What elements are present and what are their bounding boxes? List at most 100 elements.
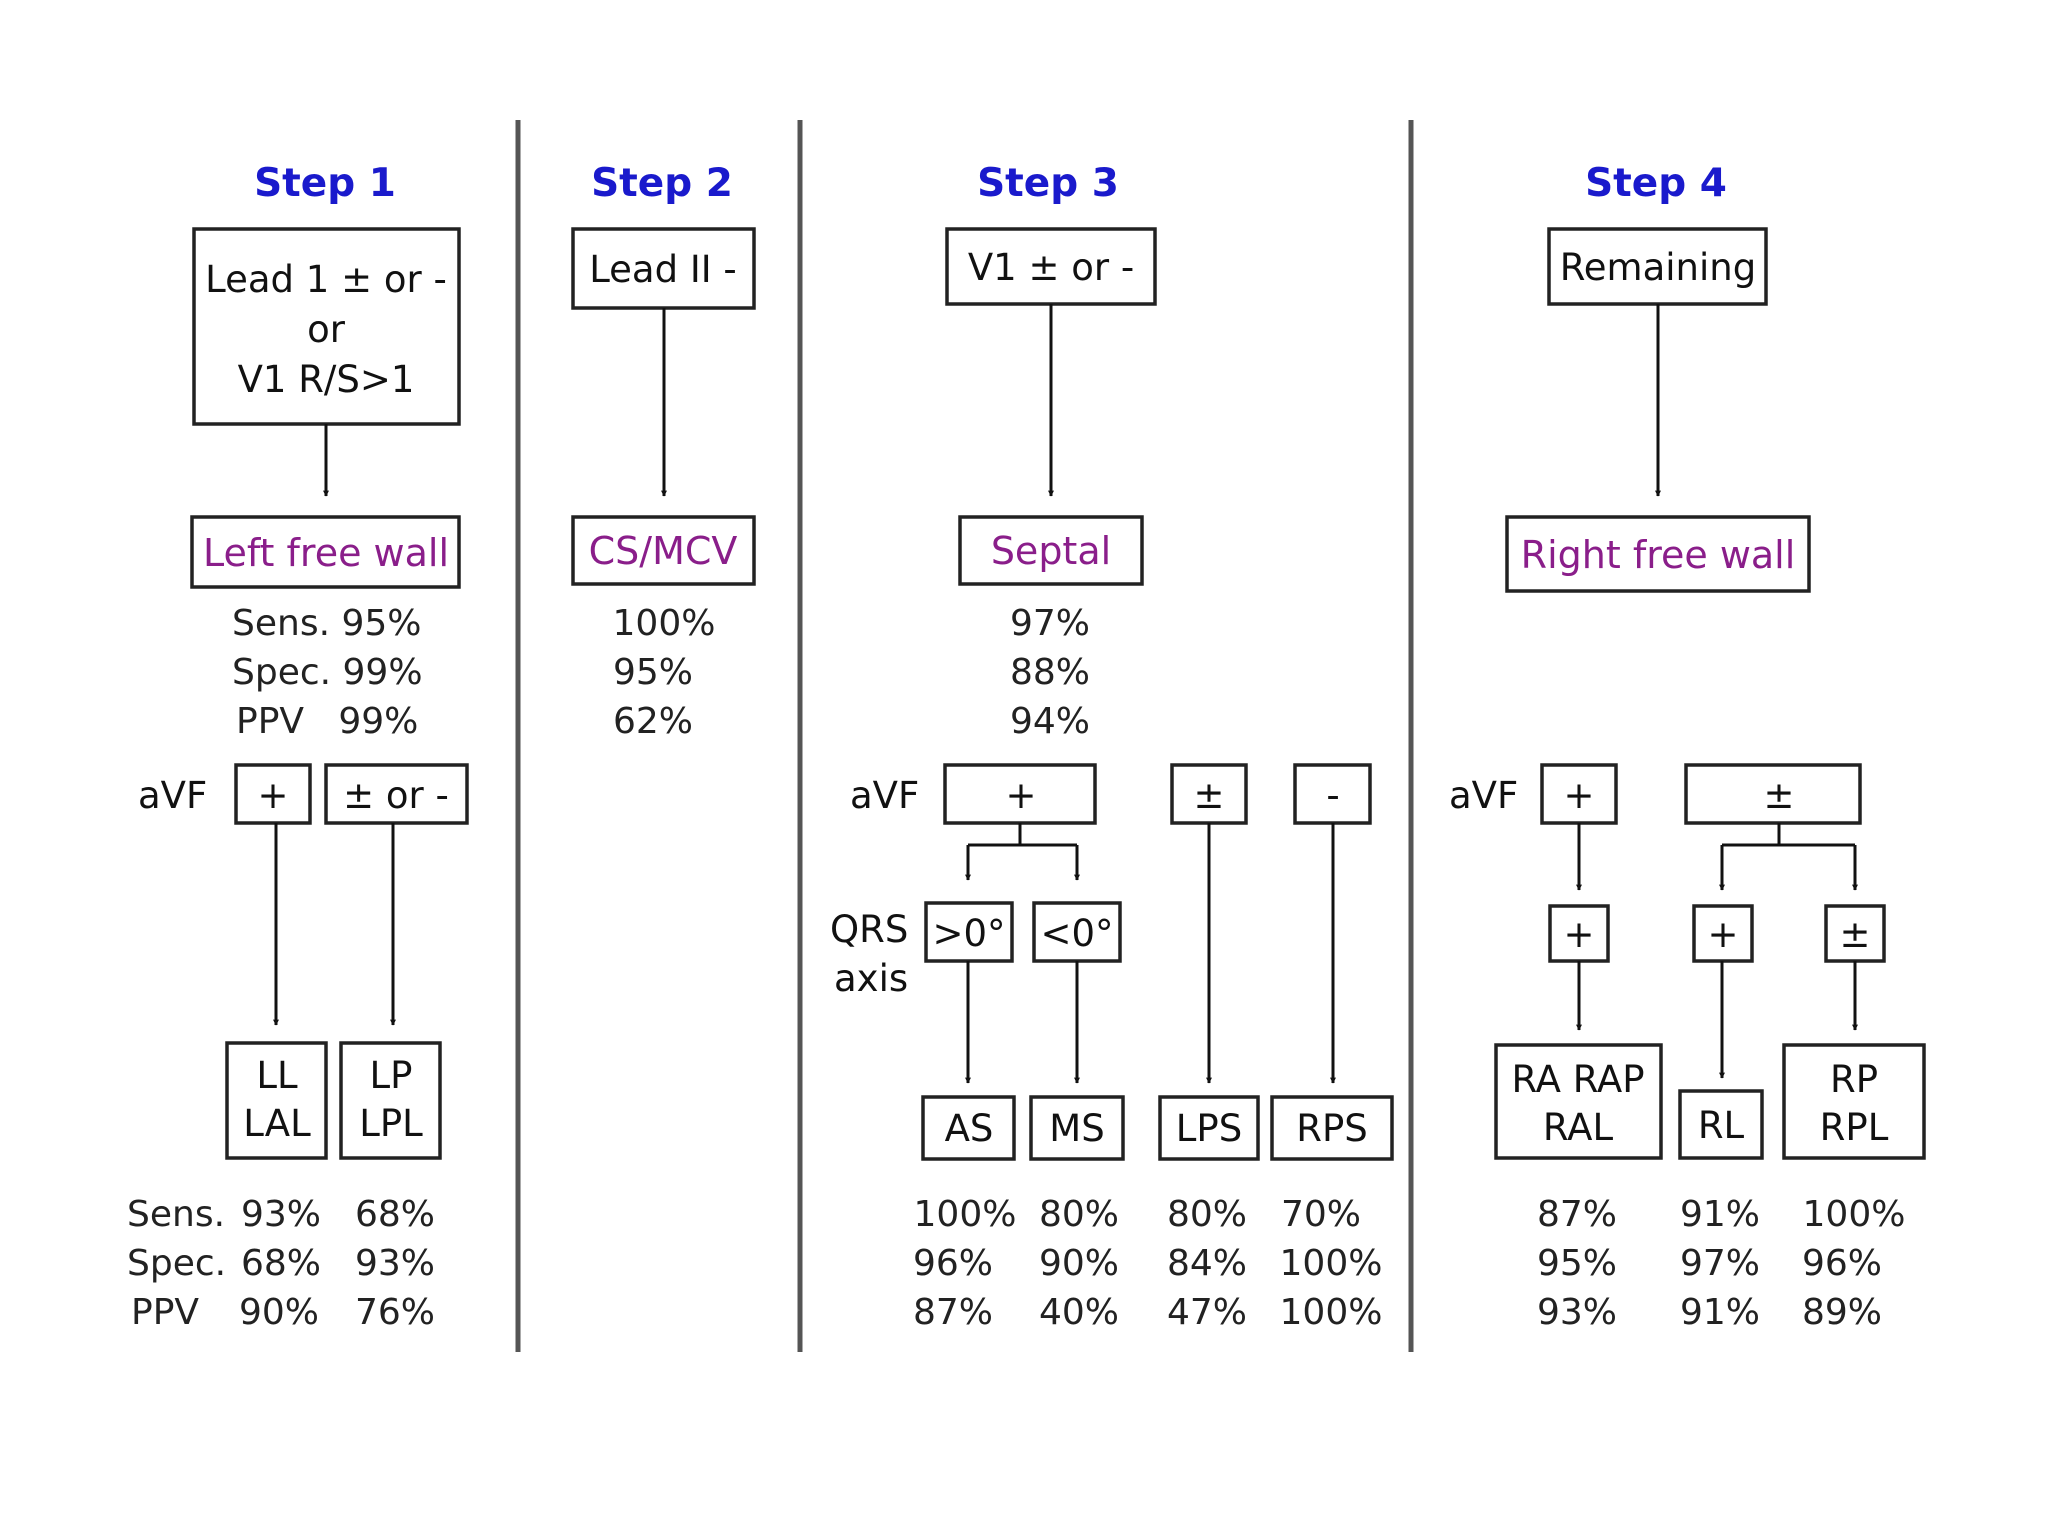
step-3-ms-spec: 90%	[1039, 1243, 1119, 1284]
row-label-spec: Spec.	[127, 1243, 226, 1284]
step-1-criterion-box	[192, 227, 461, 426]
step-3-rps-sens: 70%	[1281, 1194, 1361, 1235]
step-3-location-rps-box	[1270, 1095, 1394, 1161]
step-4-location-ra-rap: RA RAP	[1511, 1058, 1644, 1101]
step-4-avf-plus: +	[1563, 774, 1594, 817]
step-3-qrs-lt0: <0°	[1040, 912, 1113, 955]
step-3-location-ms: MS	[1049, 1107, 1104, 1150]
step-1-stat-spec: Spec. 99%	[232, 652, 423, 693]
step-3-qrs-label-1: QRS	[830, 908, 908, 951]
step-1-avf-minus: ± or -	[343, 774, 449, 817]
step-3-ms-sens: 80%	[1039, 1194, 1119, 1235]
step-3-ms-ppv: 40%	[1039, 1292, 1119, 1333]
step-4-sub-3: ±	[1839, 913, 1870, 956]
step-1-avf-minus-box	[324, 763, 469, 825]
step-3-lps-spec: 84%	[1167, 1243, 1247, 1284]
step-2-stat-ppv: 62%	[613, 701, 693, 742]
step-3-rps-spec: 100%	[1280, 1243, 1383, 1284]
step-4-result: Right free wall	[1521, 533, 1796, 577]
step-2-criterion-box	[571, 227, 756, 310]
step-1-lp-ppv: 76%	[355, 1292, 435, 1333]
step-3-stat-spec: 88%	[1010, 652, 1090, 693]
step-1-criterion-line-3: V1 R/S>1	[238, 358, 415, 401]
step-4-ra-ppv: 93%	[1537, 1292, 1617, 1333]
step-4-rl-ppv: 91%	[1680, 1292, 1760, 1333]
step-4-rp-sens: 100%	[1803, 1194, 1906, 1235]
step-3-avf-minus: -	[1326, 774, 1339, 817]
step-1-result-box	[190, 515, 461, 589]
step-3-location-rps: RPS	[1296, 1107, 1368, 1150]
step-1-criterion-line-2: or	[307, 308, 346, 351]
step-1-location-lal: LAL	[243, 1102, 311, 1145]
step-3-stat-sens: 97%	[1010, 603, 1090, 644]
step-3-location-as: AS	[945, 1107, 994, 1150]
step-4-avf-pm-box	[1684, 763, 1862, 825]
step-1-criterion-line-1: Lead 1 ± or -	[205, 258, 447, 301]
step-1-title: Step 1	[254, 161, 396, 206]
step-2-result: CS/MCV	[589, 529, 738, 573]
step-4-rp-spec: 96%	[1802, 1243, 1882, 1284]
step-4-rl-sens: 91%	[1680, 1194, 1760, 1235]
step-4-location-rp-box	[1782, 1043, 1926, 1160]
step-2-stat-sens: 100%	[613, 603, 716, 644]
step-1-avf-plus: +	[257, 774, 288, 817]
step-4-title: Step 4	[1585, 161, 1727, 206]
step-1-location-lpl: LPL	[359, 1102, 423, 1145]
step-3-location-lps: LPS	[1176, 1107, 1242, 1150]
step-1-ll-spec: 68%	[241, 1243, 321, 1284]
step-1-lp-spec: 93%	[355, 1243, 435, 1284]
step-4-avf-label: aVF	[1449, 774, 1518, 817]
step-3-rps-ppv: 100%	[1280, 1292, 1383, 1333]
step-1-location-ll: LL	[256, 1054, 298, 1097]
step-3-avf-pm: ±	[1193, 774, 1224, 817]
step-1-avf-plus-box	[234, 763, 312, 825]
step-3-result-box	[958, 515, 1144, 586]
step-3-result: Septal	[991, 529, 1111, 573]
step-4-criterion-box	[1547, 227, 1768, 306]
step-3-location-ms-box	[1029, 1095, 1125, 1161]
step-3-as-spec: 96%	[913, 1243, 993, 1284]
step-4-rp-ppv: 89%	[1802, 1292, 1882, 1333]
step-4-location-ral: RAL	[1543, 1106, 1614, 1149]
step-1-ll-ppv: 90%	[239, 1292, 319, 1333]
step-2-result-box	[571, 515, 756, 586]
step-4-result-box	[1505, 515, 1811, 593]
step-2-stat-spec: 95%	[613, 652, 693, 693]
step-1-stat-ppv: PPV 99%	[236, 701, 418, 742]
step-3-as-sens: 100%	[914, 1194, 1017, 1235]
step-2-title: Step 2	[591, 161, 733, 206]
row-label-ppv: PPV	[131, 1292, 199, 1333]
step-4-location-rpl: RPL	[1820, 1106, 1889, 1149]
step-1-ll-sens: 93%	[241, 1194, 321, 1235]
step-3-avf-plus: +	[1005, 774, 1036, 817]
step-4-sub-box-3	[1824, 904, 1886, 963]
step-3-location-as-box	[921, 1095, 1016, 1161]
step-4-criterion: Remaining	[1560, 246, 1756, 289]
step-3-criterion: V1 ± or -	[968, 246, 1134, 289]
step-1-avf-label: aVF	[138, 774, 207, 817]
step-1-lp-sens: 68%	[355, 1194, 435, 1235]
step-1-location-ll-box	[225, 1041, 328, 1160]
row-label-sens: Sens.	[127, 1194, 225, 1235]
step-4-rl-spec: 97%	[1680, 1243, 1760, 1284]
step-4-ra-sens: 87%	[1537, 1194, 1617, 1235]
step-1-result: Left free wall	[203, 531, 449, 575]
step-4-sub-2: +	[1707, 913, 1738, 956]
step-3-qrs-gt0: >0°	[932, 912, 1005, 955]
step-3-title: Step 3	[977, 161, 1119, 206]
step-4-location-rl-box	[1678, 1089, 1764, 1160]
step-4-ra-spec: 95%	[1537, 1243, 1617, 1284]
step-3-location-lps-box	[1158, 1095, 1260, 1161]
step-4-sub-box-2	[1692, 904, 1754, 963]
step-4-sub-1: +	[1563, 913, 1594, 956]
step-1-stat-sens: Sens. 95%	[232, 603, 421, 644]
step-3-avf-label: aVF	[850, 774, 919, 817]
step-4-location-rl: RL	[1698, 1104, 1745, 1147]
step-1-location-lp-box	[339, 1041, 442, 1160]
step-3-stat-ppv: 94%	[1010, 701, 1090, 742]
step-3-lps-sens: 80%	[1167, 1194, 1247, 1235]
step-3-as-ppv: 87%	[913, 1292, 993, 1333]
step-2-criterion: Lead II -	[589, 248, 737, 291]
